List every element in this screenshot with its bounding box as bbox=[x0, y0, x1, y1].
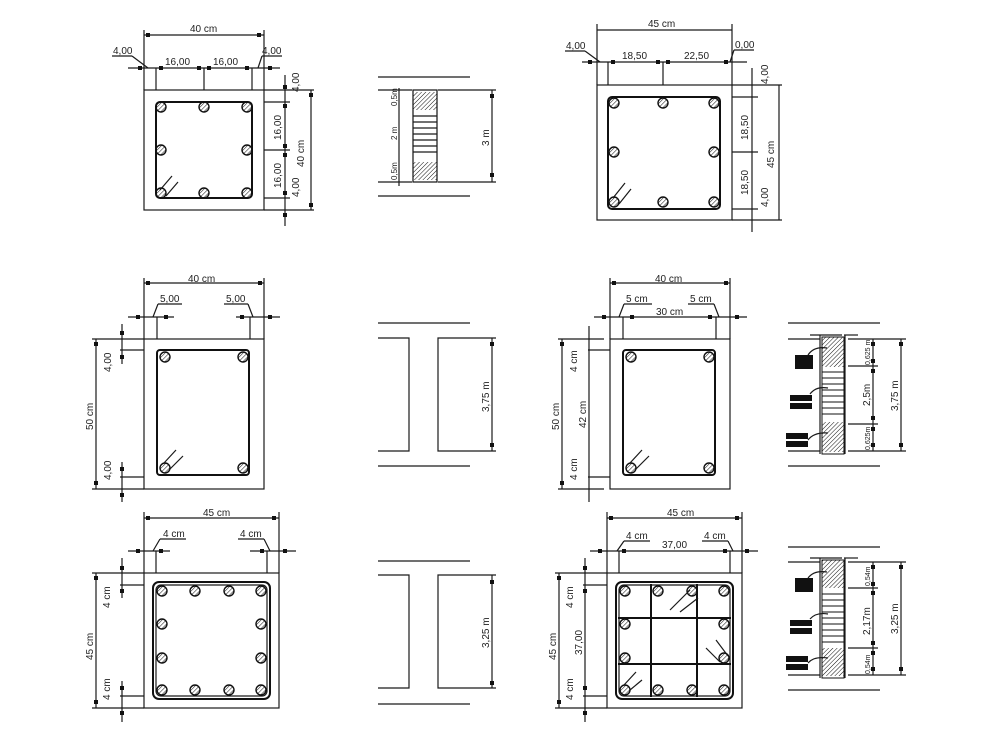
dim-right-cover: 0,00 bbox=[735, 40, 755, 51]
dim-side-bottom-cover: 4,00 bbox=[103, 460, 114, 480]
dim-middle: 37,00 bbox=[662, 540, 687, 551]
dim-side-seg1: 16,00 bbox=[273, 115, 284, 140]
dim-left-cover: 4 cm bbox=[163, 529, 185, 540]
dim-side-seg2: 18,50 bbox=[740, 170, 751, 195]
column-section-40x40: 40 cm 4,00 16,00 16,00 4,00 40 cm 16,00 … bbox=[112, 24, 314, 226]
dim-overall-width: 45 cm bbox=[648, 19, 675, 30]
dim-middle-zone: 2,17m bbox=[862, 607, 873, 635]
dim-overall-height: 50 cm bbox=[85, 403, 96, 430]
dim-left-cover: 4,00 bbox=[566, 41, 586, 52]
column-elevation-375: 3,75 m bbox=[378, 322, 496, 467]
dim-top-zone: 0,625 m bbox=[865, 340, 872, 365]
dim-middle: 30 cm bbox=[656, 307, 683, 318]
dim-height: 3,75 m bbox=[890, 380, 901, 411]
dim-left-cover: 5 cm bbox=[626, 294, 648, 305]
dim-height: 3,75 m bbox=[481, 381, 492, 412]
dim-overall-height: 45 cm bbox=[548, 633, 559, 660]
dim-overall-height: 45 cm bbox=[85, 633, 96, 660]
dim-side-bottom-cover: 4 cm bbox=[565, 678, 576, 700]
dim-height: 3,25 m bbox=[481, 617, 492, 648]
dim-seg1: 16,00 bbox=[165, 57, 190, 68]
dim-side-top-cover: 4 cm bbox=[102, 586, 113, 608]
dim-side-top-cover: 4,00 bbox=[760, 64, 771, 84]
dim-left-cover: 4 cm bbox=[626, 531, 648, 542]
dim-seg2: 22,50 bbox=[684, 51, 709, 62]
dim-bottom-zone: 0,54m bbox=[865, 654, 872, 674]
dim-side-bottom-cover: 4 cm bbox=[569, 458, 580, 480]
dim-seg1: 18,50 bbox=[622, 51, 647, 62]
dim-left-cover: 4,00 bbox=[113, 46, 133, 57]
dim-side-top-cover: 4,00 bbox=[291, 72, 302, 92]
dim-right-cover: 4,00 bbox=[262, 46, 282, 57]
column-section-45x45-b: 45 cm 4 cm 4 cm 45 cm 4 cm 4 cm bbox=[85, 508, 296, 722]
column-elevation-375-detail: 3,75 m 0,625 m 2,5m 0,625m bbox=[786, 322, 906, 467]
dim-overall-height: 45 cm bbox=[766, 141, 777, 168]
dim-bottom-zone: 0,5m bbox=[390, 162, 399, 180]
rebar-group bbox=[155, 101, 253, 199]
stirrups bbox=[413, 92, 437, 180]
stirrup-callout-markers bbox=[786, 571, 829, 670]
dim-side-top-cover: 4 cm bbox=[565, 586, 576, 608]
column-section-45x45-c: 45 cm 4 cm 37,00 4 cm 45 cm 37,00 4 cm 4… bbox=[548, 508, 758, 722]
column-elevation-325-detail: 3,25 m 0,54m 2,17m 0,54m bbox=[786, 546, 906, 691]
dim-side-top-cover: 4 cm bbox=[569, 350, 580, 372]
column-elevation-3m: 3 m 0,5m 2 m 0,5m bbox=[378, 76, 496, 197]
dim-height: 3,25 m bbox=[890, 603, 901, 634]
dim-overall-width: 40 cm bbox=[655, 274, 682, 285]
dim-middle-zone: 2,5m bbox=[862, 384, 873, 406]
dim-overall-width: 40 cm bbox=[190, 24, 217, 35]
dim-top-zone: 0,5m bbox=[390, 88, 399, 106]
dim-height: 3 m bbox=[481, 129, 492, 146]
stirrup-callout-markers bbox=[786, 347, 829, 447]
dim-side-bottom-cover: 4,00 bbox=[291, 177, 302, 197]
dim-overall-height: 40 cm bbox=[296, 140, 307, 167]
dim-overall-width: 45 cm bbox=[667, 508, 694, 519]
column-section-40x50-b: 40 cm 5 cm 30 cm 5 cm 50 cm 42 cm 4 cm 4… bbox=[551, 274, 747, 502]
dim-overall-width: 45 cm bbox=[203, 508, 230, 519]
dim-right-cover: 4 cm bbox=[240, 529, 262, 540]
dim-overall-height: 50 cm bbox=[551, 403, 562, 430]
column-elevation-325: 3,25 m bbox=[378, 560, 496, 705]
column-section-40x50-a: 40 cm 5,00 5,00 50 cm 4,00 4,00 bbox=[85, 274, 280, 502]
dim-side-top-cover: 4,00 bbox=[103, 352, 114, 372]
dim-middle-zone: 2 m bbox=[390, 126, 399, 140]
dim-side-middle: 37,00 bbox=[574, 630, 585, 655]
dim-left-cover: 5,00 bbox=[160, 294, 180, 305]
column-section-45x45-a: 45 cm 4,00 18,50 22,50 0,00 45 cm 18,50 … bbox=[565, 19, 782, 232]
dim-bottom-zone: 0,625m bbox=[865, 426, 872, 450]
dim-side-bottom-cover: 4,00 bbox=[760, 187, 771, 207]
dim-seg2: 16,00 bbox=[213, 57, 238, 68]
dim-top-zone: 0,54m bbox=[865, 566, 872, 586]
dim-right-cover: 5 cm bbox=[690, 294, 712, 305]
dim-side-seg1: 18,50 bbox=[740, 115, 751, 140]
dim-side-middle: 42 cm bbox=[578, 401, 589, 428]
dim-side-bottom-cover: 4 cm bbox=[102, 678, 113, 700]
dim-right-cover: 4 cm bbox=[704, 531, 726, 542]
dim-overall-width: 40 cm bbox=[188, 274, 215, 285]
dim-side-seg2: 16,00 bbox=[273, 163, 284, 188]
dim-right-cover: 5,00 bbox=[226, 294, 246, 305]
